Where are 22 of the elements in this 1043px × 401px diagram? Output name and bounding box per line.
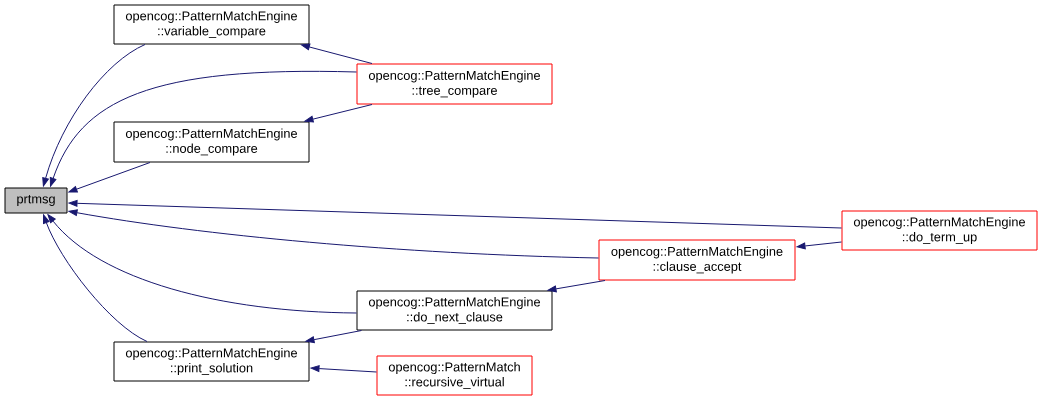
function-box: opencog::PatternMatch ::recursive_virtual [376, 355, 533, 396]
function-box: opencog::PatternMatchEngine ::tree_compare [356, 63, 553, 105]
arrow [305, 330, 362, 344]
function-box: opencog::PatternMatchEngine ::do_term_up [841, 210, 1038, 251]
arrow [68, 199, 842, 229]
function-box: prtmsg [4, 187, 68, 214]
arrow [47, 214, 357, 314]
arrow [68, 209, 599, 259]
function-box: opencog::PatternMatchEngine ::variable_compare [113, 4, 310, 45]
arrow [310, 365, 377, 373]
function-box: opencog::PatternMatchEngine ::node_compare [113, 121, 310, 163]
arrow [796, 241, 842, 250]
arrow [49, 70, 357, 187]
function-box: opencog::PatternMatchEngine ::print_solution [113, 341, 310, 382]
arrow [68, 162, 151, 193]
arrow [43, 214, 148, 342]
arrow [304, 104, 373, 123]
function-box: opencog::PatternMatchEngine ::do_next_clause [356, 290, 553, 331]
arrow [42, 44, 146, 187]
arrow [300, 43, 373, 64]
function-box: opencog::PatternMatchEngine ::clause_accept [598, 239, 796, 281]
arrow [547, 280, 606, 293]
